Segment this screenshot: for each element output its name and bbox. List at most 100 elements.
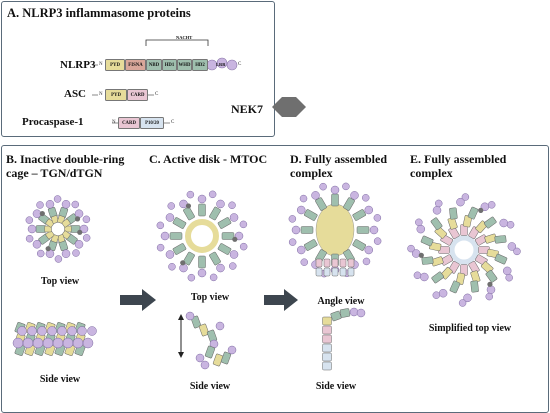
side-stack	[322, 334, 332, 344]
transition-arrow	[264, 289, 298, 311]
disk-nacht	[183, 251, 195, 266]
lrr-bead	[165, 250, 175, 259]
nek7-bead	[45, 246, 51, 252]
cage-pyd	[45, 218, 55, 228]
spoke-subunit	[420, 235, 434, 247]
lrr-bead	[167, 202, 175, 210]
lrr-bead	[71, 200, 80, 209]
lrr-bead	[373, 214, 382, 222]
lrr-bead	[61, 200, 71, 209]
lrr-bead	[82, 234, 91, 242]
card-filament	[323, 258, 331, 268]
nacht-bracket	[92, 39, 238, 124]
cage-pyd	[57, 234, 65, 243]
card-filament	[347, 258, 355, 268]
panel-d-top-caption: Angle view	[317, 296, 365, 307]
lrr-bead	[288, 238, 297, 246]
lrr-bead	[227, 345, 237, 355]
nlrp3-hd1-domain: HD1	[162, 59, 177, 71]
lrr-bead	[420, 272, 429, 282]
panel-c-top-caption: Top view	[190, 292, 230, 303]
assembled-nacht	[303, 209, 318, 221]
nek7-label: NEK7	[231, 102, 264, 116]
lrr-bead	[487, 201, 496, 209]
nlrp3-nbd-domain: NBD	[146, 59, 162, 71]
assembled-nacht	[356, 226, 370, 234]
p1020	[339, 267, 347, 277]
lrr-bead	[156, 243, 165, 252]
lrr-bead	[299, 194, 308, 203]
lrr-bead	[25, 234, 34, 243]
nlrp3-pyd-domain: PYD	[105, 59, 125, 71]
lrr-bead	[361, 194, 370, 202]
lrr-bead	[87, 326, 97, 336]
lrr-bead	[291, 225, 301, 235]
asc-card-domain: CARD	[127, 89, 148, 101]
disk-nacht	[217, 217, 232, 229]
assembled-nacht	[331, 193, 339, 207]
lrr-bead	[27, 224, 37, 234]
lrr-bead	[342, 182, 350, 191]
nek7-bead	[185, 203, 192, 209]
panel-c-title: C. Active disk - MTOC	[149, 152, 268, 166]
cage-pyd	[44, 225, 52, 233]
lrr-bead	[502, 266, 512, 276]
panel-d-side-caption: Side view	[315, 381, 357, 392]
lrr-bead	[74, 209, 84, 218]
spoke-subunit	[449, 207, 458, 220]
spoke-subunit	[467, 206, 479, 220]
procaspase-p1020-domain: P10/20	[140, 117, 164, 129]
cage-pyd	[61, 218, 71, 228]
cage-pyd	[45, 230, 55, 240]
lrr-bead	[319, 182, 327, 191]
assembled-nacht	[343, 197, 355, 211]
lrr-bead	[458, 299, 467, 307]
panel-e-title: E. Fully assembled complex	[410, 152, 507, 180]
side-stack	[322, 325, 332, 335]
nlrp3-label: NLRP3	[60, 59, 96, 71]
lrr-bead	[195, 353, 205, 363]
arrow-head	[178, 352, 184, 358]
side-stack	[322, 343, 332, 353]
lrr-bead	[229, 213, 239, 222]
lrr-bead	[364, 245, 374, 255]
lrr-bead	[485, 292, 494, 301]
lrr-bead	[22, 337, 34, 349]
lrr-bead	[57, 326, 67, 336]
card-filament	[339, 258, 347, 268]
lrr-bead	[12, 337, 24, 349]
transition-arrow	[120, 289, 156, 311]
disk-nacht	[172, 243, 187, 255]
lrr-bead	[197, 194, 207, 204]
lrr-bead	[77, 326, 87, 336]
lrr-bead	[72, 337, 84, 349]
nlrp3-fisna-domain: FISNA	[125, 59, 146, 71]
p1020	[331, 267, 339, 277]
lrr-bead	[350, 191, 359, 200]
lrr-bead	[463, 293, 472, 303]
n-terminus: N	[99, 92, 103, 97]
lrr-bead	[54, 255, 63, 263]
lrr-bead	[168, 263, 176, 271]
nek7-bead	[77, 229, 83, 235]
disk-nacht	[209, 206, 221, 221]
spoke-subunit	[494, 253, 508, 265]
p1020	[323, 267, 331, 277]
panel-c-side-caption: Side view	[189, 381, 231, 392]
lrr-bead	[229, 262, 237, 270]
spoke-subunit	[430, 217, 443, 231]
spoke-subunit	[421, 256, 434, 265]
lrr-bead	[456, 197, 465, 207]
lrr-bead	[416, 224, 426, 234]
spoke-subunit	[494, 235, 507, 244]
procaspase-label: Procaspase-1	[22, 116, 84, 128]
lrr-bead	[32, 240, 42, 249]
lrr-bead	[296, 245, 306, 255]
disk-nacht	[169, 232, 183, 240]
panel-b-side-caption: Side view	[39, 374, 81, 385]
lrr-bead	[300, 258, 309, 266]
panel-b-top-caption: Top view	[40, 276, 80, 287]
lrr-bead	[186, 190, 195, 199]
lrr-bead	[52, 337, 64, 349]
